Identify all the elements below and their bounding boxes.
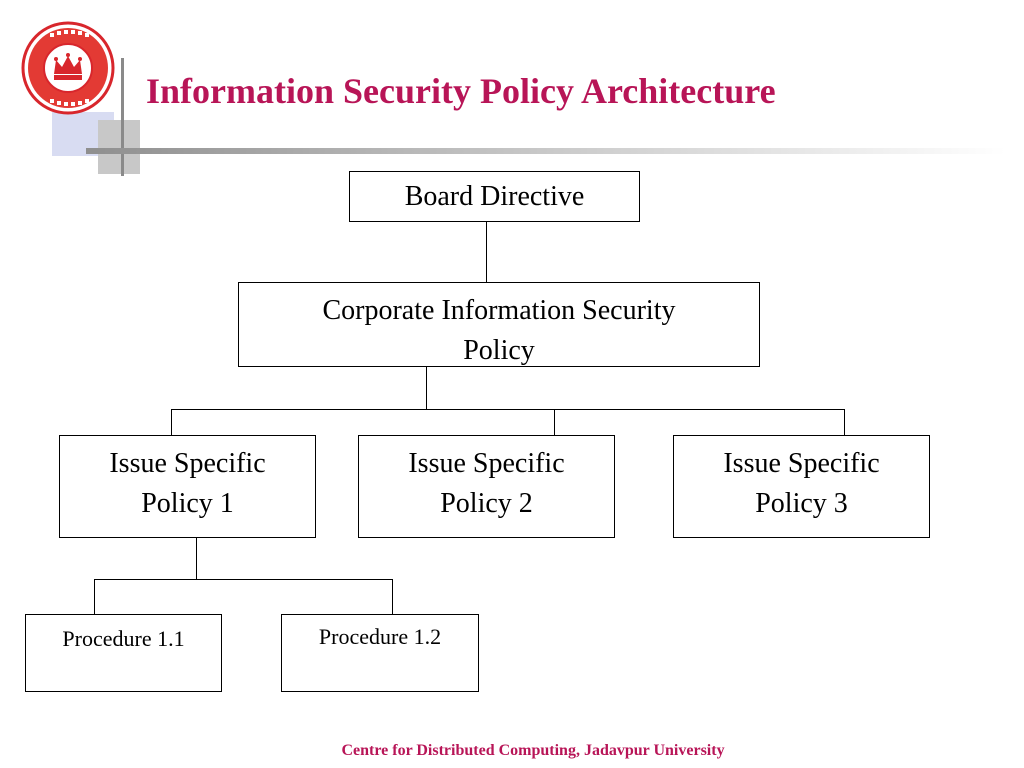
node-board-directive-label: Board Directive [404,181,585,212]
node-procedure-1-2: Procedure 1.2 [281,614,479,692]
node-corporate-policy-line2: Policy [463,335,535,366]
node-board-directive: Board Directive [349,171,640,222]
node-issue-policy-3: Issue Specific Policy 3 [673,435,930,538]
node-issue-policy-1-line1: Issue Specific [109,448,266,479]
node-issue-policy-2-line2: Policy 2 [440,488,533,519]
node-issue-policy-1-line2: Policy 1 [141,488,234,519]
connector-corporate-down [426,366,427,409]
header-horizontal-rule [86,148,1006,154]
page-title: Information Security Policy Architecture [146,71,776,111]
node-issue-policy-3-line1: Issue Specific [723,448,880,479]
connector-issue-3 [844,409,845,435]
node-procedure-1-2-label: Procedure 1.2 [318,624,442,649]
header-decoration-square-grey [98,120,140,174]
footer-text: Centre for Distributed Computing, Jadavp… [341,742,725,759]
node-issue-policy-2: Issue Specific Policy 2 [358,435,615,538]
header-vertical-rule [121,58,124,176]
connector-issues-horizontal [171,409,845,410]
connector-issue-2 [554,409,555,435]
node-procedure-1-1: Procedure 1.1 [25,614,222,692]
node-issue-policy-2-line1: Issue Specific [408,448,565,479]
connector-procedures-horizontal [94,579,393,580]
node-issue-policy-1: Issue Specific Policy 1 [59,435,316,538]
node-corporate-policy: Corporate Information Security Policy [238,282,760,367]
connector-procedure-1 [94,579,95,614]
connector-issue-1 [171,409,172,435]
node-issue-policy-3-line2: Policy 3 [755,488,848,519]
node-corporate-policy-line1: Corporate Information Security [322,295,676,326]
university-seal-icon [20,20,116,116]
connector-procedure-2 [392,579,393,614]
connector-root-corporate [486,221,487,282]
connector-issue1-down [196,537,197,580]
node-procedure-1-1-label: Procedure 1.1 [62,626,185,651]
